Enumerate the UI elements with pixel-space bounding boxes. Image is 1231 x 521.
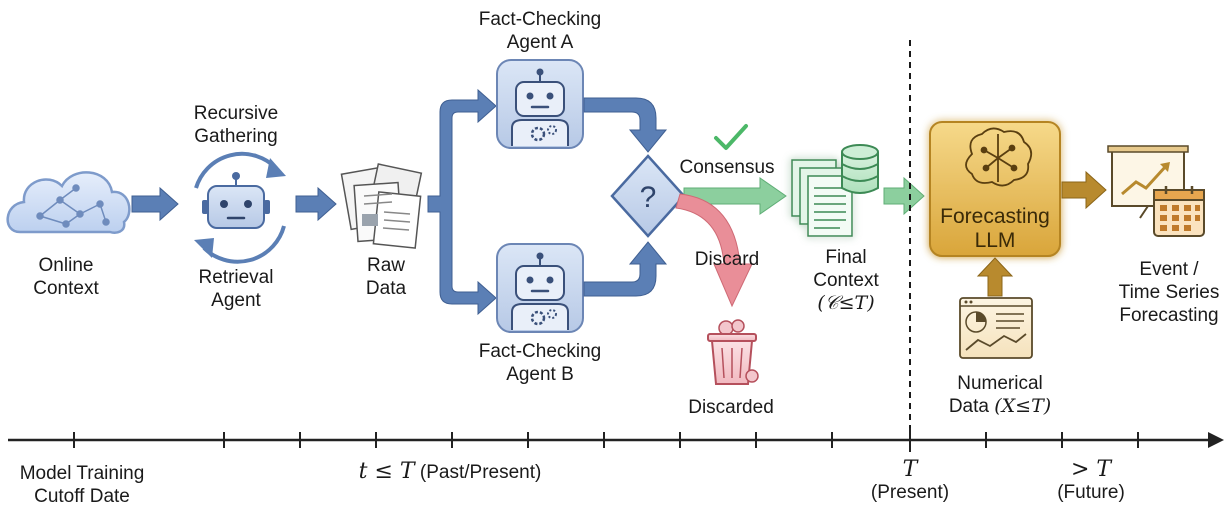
cutoff-date-line1: Model Training [19, 463, 145, 484]
numerical-data-math: (X≤T) [994, 395, 1052, 417]
past-text: (Past/Present) [419, 462, 542, 483]
recursive-gathering-line1: Recursive [193, 103, 279, 124]
cycle-arrowhead-bottom [194, 238, 214, 258]
final-context-documents-icon [791, 159, 853, 237]
timeline-ticks [73, 428, 1139, 452]
online-context-line1: Online [38, 255, 94, 276]
event-forecasting-line1: Event / [1139, 259, 1199, 280]
future-text: (Future) [1057, 482, 1125, 503]
fact-checking-a-line2: Agent A [506, 32, 574, 53]
final-context-label: Final Context (𝒞≤T) [796, 246, 896, 315]
fact-checking-b-line2: Agent B [506, 364, 574, 385]
event-forecasting-line3: Forecasting [1119, 305, 1219, 326]
consensus-text: Consensus [679, 157, 775, 178]
numerical-data-line1: Numerical [957, 373, 1043, 394]
past-present-label: t ≤ T (Past/Present) [320, 460, 580, 484]
event-forecasting-label: Event / Time Series Forecasting [1110, 258, 1228, 327]
cloud-network-icon [6, 171, 131, 234]
arrow-to-retrieval [131, 186, 179, 222]
raw-data-line1: Raw [366, 255, 405, 276]
chart-board-icon [1107, 145, 1189, 219]
raw-data-line2: Data [365, 278, 407, 299]
recursive-cycle-icon [194, 151, 286, 264]
discarded-label: Discarded [676, 396, 786, 419]
fact-checking-b-label: Fact-Checking Agent B [470, 340, 610, 386]
decision-symbol: ? [640, 181, 657, 214]
arrow-agent-a-to-decision [583, 97, 668, 153]
checkmark-icon [714, 124, 748, 150]
discard-label: Discard [682, 248, 772, 271]
cutoff-date-label: Model Training Cutoff Date [4, 462, 160, 508]
forecasting-llm-box [929, 121, 1061, 257]
numerical-data-label: Numerical Data (X≤T) [930, 372, 1070, 418]
arrow-llm-to-forecast [1061, 170, 1107, 210]
numerical-data-line2: Data (X≤T) [930, 395, 1070, 418]
present-label: T (Present) [850, 458, 970, 504]
final-context-line2: Context [813, 270, 879, 291]
forecasting-llm-line2: LLM [974, 229, 1016, 252]
final-context-line1: Final [825, 247, 867, 268]
discarded-text: Discarded [688, 397, 774, 418]
recursive-gathering-label: Recursive Gathering [176, 102, 296, 148]
documents-icon [340, 163, 423, 249]
robot-icon [202, 172, 270, 229]
recursive-gathering-line2: Gathering [194, 126, 278, 147]
forecasting-llm-line1: Forecasting [940, 205, 1050, 228]
arrow-numerical-to-llm [976, 257, 1014, 297]
online-context-label: Online Context [16, 254, 116, 300]
brain-icon [965, 127, 1033, 187]
robot-gear-icon-a [496, 59, 584, 149]
future-label: > T (Future) [1036, 458, 1146, 504]
arrow-agent-b-to-decision [583, 241, 668, 297]
arrow-discard [675, 193, 753, 308]
cutoff-date-line2: Cutoff Date [34, 486, 130, 507]
online-context-line2: Context [33, 278, 99, 299]
numerical-data-prefix: Data [948, 396, 989, 417]
future-math: > T [1070, 457, 1112, 482]
present-text: (Present) [870, 482, 950, 503]
fact-checking-a-label: Fact-Checking Agent A [470, 8, 610, 54]
past-math: t ≤ T [358, 459, 415, 484]
database-icon [841, 144, 879, 194]
forecasting-llm-label: Forecasting LLM [930, 205, 1060, 253]
event-forecasting-line2: Time Series [1118, 282, 1220, 303]
retrieval-agent-line2: Agent [211, 290, 261, 311]
arrow-to-llm [883, 176, 925, 216]
question-diamond-icon [610, 154, 686, 238]
cycle-arrowhead-top [266, 158, 286, 178]
trash-bin-icon [707, 319, 759, 385]
consensus-label: Consensus [672, 156, 782, 179]
calendar-icon [1153, 186, 1205, 237]
arrow-to-raw-data [295, 186, 337, 222]
raw-data-label: Raw Data [346, 254, 426, 300]
timeline-arrowhead [1208, 432, 1224, 448]
fact-checking-a-line1: Fact-Checking [478, 9, 602, 30]
fact-checking-b-line1: Fact-Checking [478, 341, 602, 362]
final-context-math: (𝒞≤T) [817, 292, 875, 314]
retrieval-agent-line1: Retrieval [198, 267, 274, 288]
dashboard-icon [959, 297, 1033, 359]
robot-gear-icon-b [496, 243, 584, 333]
present-math: T [902, 457, 918, 482]
arrow-split-to-agents [427, 88, 497, 316]
discard-text: Discard [694, 249, 760, 270]
retrieval-agent-label: Retrieval Agent [176, 266, 296, 312]
